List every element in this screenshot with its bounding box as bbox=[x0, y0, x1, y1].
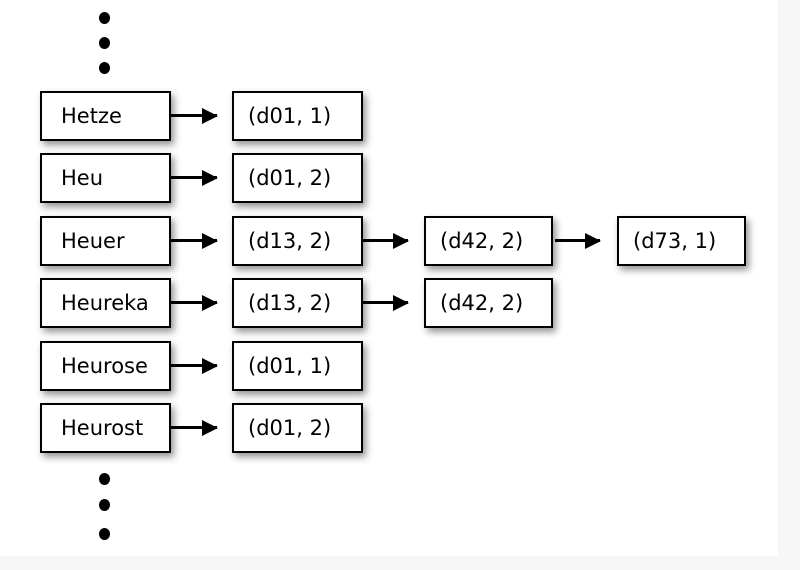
arrow-term-to-posting bbox=[171, 176, 217, 179]
posting-label: (d42, 2) bbox=[440, 290, 524, 315]
dictionary-term-label: Heu bbox=[61, 165, 104, 190]
posting-box[interactable]: (d73, 1) bbox=[617, 216, 746, 266]
posting-label: (d13, 2) bbox=[248, 290, 332, 315]
posting-label: (d42, 2) bbox=[440, 228, 524, 253]
arrow-posting-to-posting bbox=[555, 239, 600, 242]
posting-label: (d01, 1) bbox=[248, 353, 332, 378]
posting-box[interactable]: (d01, 1) bbox=[232, 341, 363, 391]
dictionary-term-box[interactable]: Heurose bbox=[40, 341, 171, 391]
ellipsis-dot bbox=[99, 62, 110, 74]
dictionary-term-box[interactable]: Heureka bbox=[40, 278, 171, 328]
dictionary-term-label: Heuer bbox=[61, 228, 125, 253]
posting-label: (d01, 2) bbox=[248, 165, 332, 190]
arrow-posting-to-posting bbox=[363, 239, 408, 242]
dictionary-term-box[interactable]: Heuer bbox=[40, 216, 171, 266]
dictionary-term-label: Heureka bbox=[61, 290, 149, 315]
arrow-term-to-posting bbox=[171, 301, 217, 304]
ellipsis-dot bbox=[99, 528, 110, 540]
ellipsis-dot bbox=[99, 37, 110, 49]
posting-label: (d01, 2) bbox=[248, 415, 332, 440]
arrow-term-to-posting bbox=[171, 364, 217, 367]
posting-box[interactable]: (d01, 2) bbox=[232, 153, 363, 203]
arrow-term-to-posting bbox=[171, 426, 217, 429]
dictionary-term-label: Heurose bbox=[61, 353, 148, 378]
posting-label: (d13, 2) bbox=[248, 228, 332, 253]
posting-box[interactable]: (d13, 2) bbox=[232, 278, 363, 328]
dictionary-term-box[interactable]: Heurost bbox=[40, 403, 171, 453]
posting-box[interactable]: (d01, 1) bbox=[232, 91, 363, 141]
ellipsis-dot bbox=[99, 12, 110, 24]
posting-box[interactable]: (d42, 2) bbox=[424, 216, 553, 266]
dictionary-term-box[interactable]: Heu bbox=[40, 153, 171, 203]
dictionary-term-label: Heurost bbox=[61, 415, 144, 440]
posting-box[interactable]: (d42, 2) bbox=[424, 278, 553, 328]
ellipsis-dot bbox=[99, 499, 110, 511]
posting-box[interactable]: (d01, 2) bbox=[232, 403, 363, 453]
arrow-term-to-posting bbox=[171, 114, 217, 117]
posting-label: (d01, 1) bbox=[248, 103, 332, 128]
posting-label: (d73, 1) bbox=[633, 228, 717, 253]
dictionary-term-box[interactable]: Hetze bbox=[40, 91, 171, 141]
ellipsis-dot bbox=[99, 473, 110, 485]
posting-box[interactable]: (d13, 2) bbox=[232, 216, 363, 266]
arrow-posting-to-posting bbox=[363, 301, 408, 304]
arrow-term-to-posting bbox=[171, 239, 217, 242]
dictionary-term-label: Hetze bbox=[61, 103, 122, 128]
